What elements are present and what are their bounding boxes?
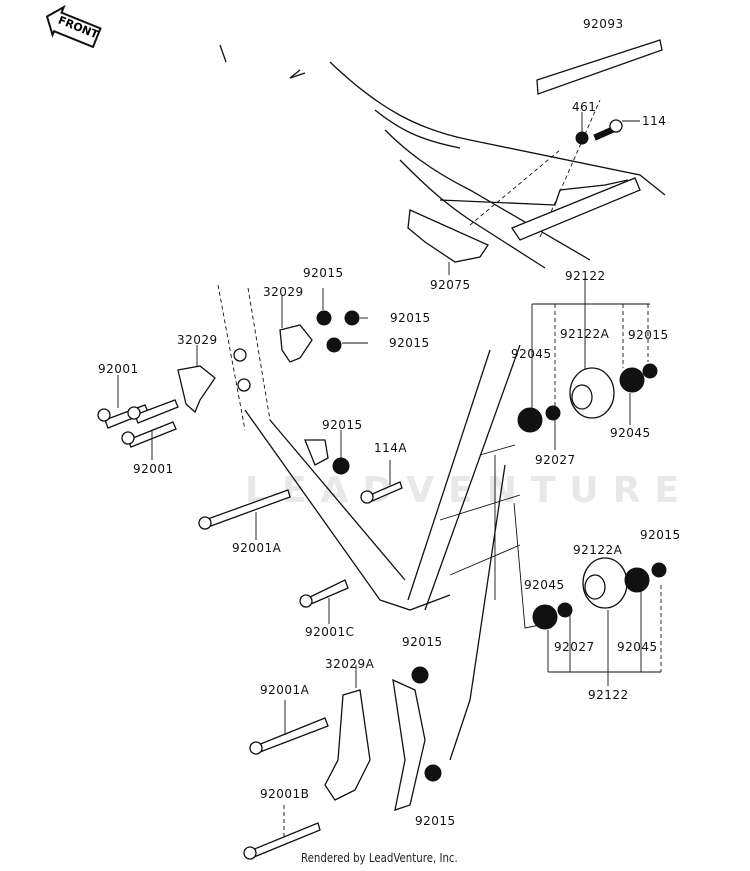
part-label[interactable]: 32029A <box>325 657 375 671</box>
part-label[interactable]: 92001B <box>260 787 310 801</box>
part-label[interactable]: 92015 <box>640 528 681 542</box>
frame-main <box>217 284 521 761</box>
bolt-114A <box>369 481 403 502</box>
part-label[interactable]: 114 <box>642 114 667 128</box>
front-indicator: FRONT <box>38 0 108 56</box>
part-label[interactable]: 92015 <box>390 311 431 325</box>
seat-pad-92093 <box>536 39 663 95</box>
bolt-92001A-mid <box>204 489 291 528</box>
pad-92075 <box>407 209 489 263</box>
part-label[interactable]: 92001A <box>232 541 282 555</box>
part-label[interactable]: 92015 <box>415 814 456 828</box>
part-label[interactable]: 461 <box>572 100 597 114</box>
part-label[interactable]: 32029 <box>263 285 304 299</box>
part-label[interactable]: 92015 <box>322 418 363 432</box>
part-label[interactable]: 114A <box>374 441 408 455</box>
nut-461 <box>575 131 589 145</box>
part-label[interactable]: 32029 <box>177 333 218 347</box>
part-label[interactable]: 92075 <box>430 278 471 292</box>
part-label[interactable]: 92122 <box>588 688 629 702</box>
part-label[interactable]: 92045 <box>524 578 565 592</box>
part-label[interactable]: 92015 <box>303 266 344 280</box>
bracket-32029A <box>324 689 371 801</box>
part-label[interactable]: 92027 <box>535 453 576 467</box>
part-label[interactable]: 92122 <box>565 269 606 283</box>
plate-32029-left <box>177 365 216 414</box>
plate-32029-right <box>279 324 313 363</box>
part-label[interactable]: 92015 <box>389 336 430 350</box>
part-label[interactable]: 92093 <box>583 17 624 31</box>
part-label[interactable]: 92001A <box>260 683 310 697</box>
part-label[interactable]: 92001 <box>133 462 174 476</box>
part-label[interactable]: 92027 <box>554 640 595 654</box>
part-label[interactable]: 92045 <box>617 640 658 654</box>
part-label[interactable]: 92001C <box>305 625 355 639</box>
bolt-92001A-bottom <box>257 717 329 753</box>
part-label[interactable]: 92122A <box>560 327 610 341</box>
part-label[interactable]: 92045 <box>610 426 651 440</box>
bolt-92001C <box>307 579 349 605</box>
arrow-left-icon <box>45 4 102 49</box>
part-label[interactable]: 92015 <box>628 328 669 342</box>
part-label[interactable]: 92045 <box>511 347 552 361</box>
part-label[interactable]: 92001 <box>98 362 139 376</box>
roller-assembly-upper <box>517 278 658 450</box>
part-label[interactable]: 92122A <box>573 543 623 557</box>
part-label[interactable]: 92015 <box>402 635 443 649</box>
footer-credit: Rendered by LeadVenture, Inc. <box>301 851 458 865</box>
bolts-92001 <box>97 375 179 460</box>
roller-assembly-lower <box>513 502 667 686</box>
